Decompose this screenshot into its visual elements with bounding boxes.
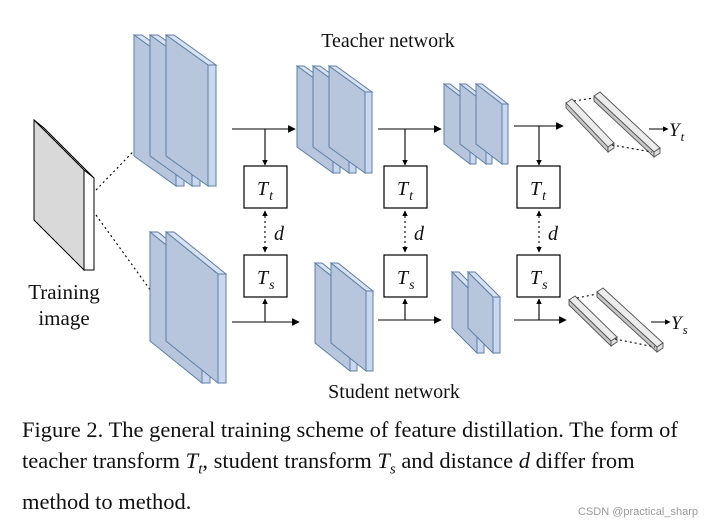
student-transform-box-3: Ts bbox=[516, 254, 561, 298]
training-image bbox=[33, 118, 95, 272]
teacher-transform-box-3: Tt bbox=[516, 165, 561, 209]
figure-caption: Figure 2. The general training scheme of… bbox=[22, 417, 678, 514]
teacher-feature-stack-1 bbox=[132, 34, 218, 187]
svg-text:d: d bbox=[274, 223, 285, 245]
student-output-label: Ys bbox=[671, 313, 688, 337]
teacher-feature-stack-2 bbox=[295, 65, 374, 174]
student-network-label: Student network bbox=[328, 381, 460, 403]
svg-text:d: d bbox=[548, 223, 559, 245]
student-transform-box-1: Ts bbox=[243, 254, 288, 298]
svg-text:Tt: Tt bbox=[530, 178, 547, 204]
svg-text:Ts: Ts bbox=[530, 267, 548, 293]
teacher-feature-stack-3 bbox=[442, 82, 510, 166]
input-label-line2: image bbox=[38, 306, 89, 330]
teacher-transform-box-1: Tt bbox=[243, 165, 288, 209]
student-feature-stack-2 bbox=[313, 261, 375, 373]
input-to-student-arrow bbox=[95, 214, 173, 321]
distance-link-2: d bbox=[402, 210, 425, 253]
teacher-transform-box-2: Tt bbox=[383, 165, 428, 209]
watermark: CSDN @practical_sharp bbox=[578, 506, 698, 518]
distance-link-3: d bbox=[536, 210, 559, 253]
svg-text:Tt: Tt bbox=[397, 178, 414, 204]
teacher-output-bars bbox=[565, 91, 661, 159]
input-label-line1: Training bbox=[28, 280, 100, 304]
svg-text:Tt: Tt bbox=[257, 178, 274, 204]
feature-distillation-diagram: Training image bbox=[28, 30, 688, 403]
student-feature-stack-3 bbox=[450, 270, 502, 355]
student-feature-stack-1 bbox=[148, 230, 228, 385]
distance-link-1: d bbox=[262, 210, 285, 253]
svg-text:Ts: Ts bbox=[257, 267, 275, 293]
student-output-bars bbox=[568, 287, 664, 354]
student-transform-box-2: Ts bbox=[383, 254, 428, 298]
svg-text:d: d bbox=[414, 223, 425, 245]
teacher-output-label: Yt bbox=[669, 120, 685, 144]
svg-text:Ts: Ts bbox=[397, 267, 415, 293]
teacher-network-label: Teacher network bbox=[321, 30, 455, 52]
